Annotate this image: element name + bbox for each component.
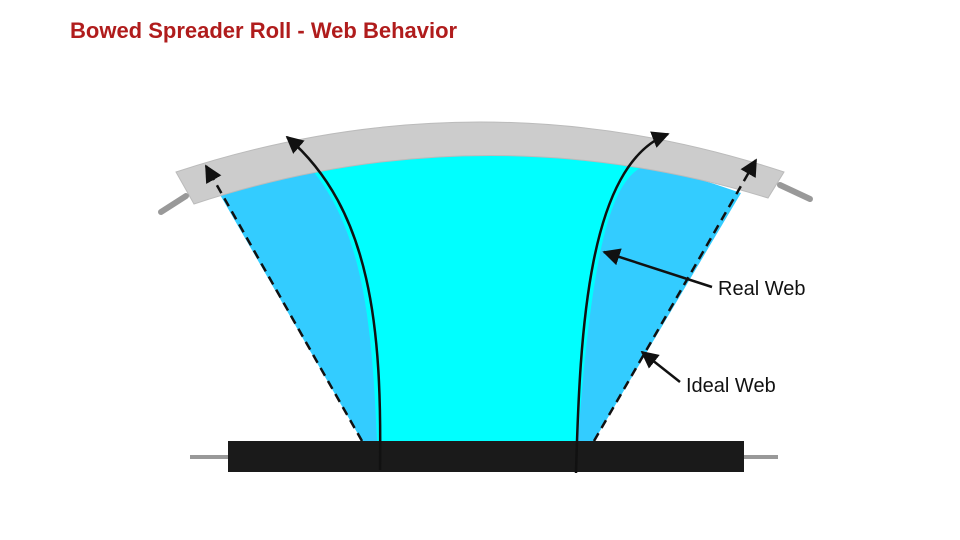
ideal-web-edge-left (204, 164, 364, 442)
web-inner-region (308, 150, 640, 441)
real-web-path-right (574, 131, 670, 474)
page-title: Bowed Spreader Roll - Web Behavior (70, 18, 458, 43)
bowed-roll-shaft-left (158, 193, 189, 215)
ideal-web-leader (640, 350, 681, 383)
real-web-label: Real Web (718, 278, 806, 300)
ideal-web-label: Ideal Web (686, 375, 776, 397)
ideal-web-edge-right (592, 158, 758, 442)
real-web-leader (602, 248, 713, 289)
real-web-path-left (285, 135, 382, 471)
bowed-roll-shaft-right (777, 182, 813, 202)
bowed-roll (175, 121, 785, 205)
base-roll (228, 441, 744, 472)
